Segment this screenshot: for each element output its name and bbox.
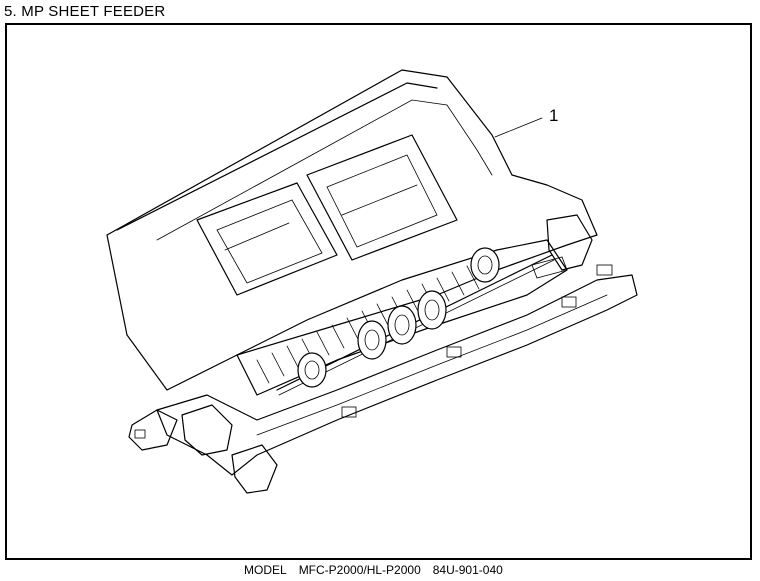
feeder-front-frame [156,274,638,476]
right-side-bracket [546,214,593,271]
diagram-frame: 1 [5,23,752,560]
feeder-cover-outline [106,69,598,391]
feeder-window-right [306,134,458,261]
footer-model-line: MODEL MFC-P2000/HL-P2000 84U-901-040 [244,563,515,577]
roller-center-a [357,320,387,360]
left-latch [231,444,278,494]
callout-label-1: 1 [549,106,559,125]
left-side-bracket [128,409,178,451]
roller-left [297,352,327,388]
page-title: 5. MP SHEET FEEDER [4,3,166,20]
feeder-cover-inner-edge [156,99,493,241]
feeder-window-left [196,182,338,296]
feeder-cover-top-edge [116,82,438,231]
callout-leader-1 [494,117,543,138]
footer-model-label: MODEL [244,563,287,577]
roller-right [470,247,500,283]
feeder-window-right-inner [326,154,438,248]
left-gear-housing [181,404,233,456]
roller-center-c [417,290,447,330]
sheet-feeder-drawing [106,69,638,494]
feeder-window-left-inner [216,199,323,284]
footer-model-value: MFC-P2000/HL-P2000 [298,563,421,577]
footer-part-code: 84U-901-040 [432,563,503,577]
roller-center-b [387,305,417,345]
